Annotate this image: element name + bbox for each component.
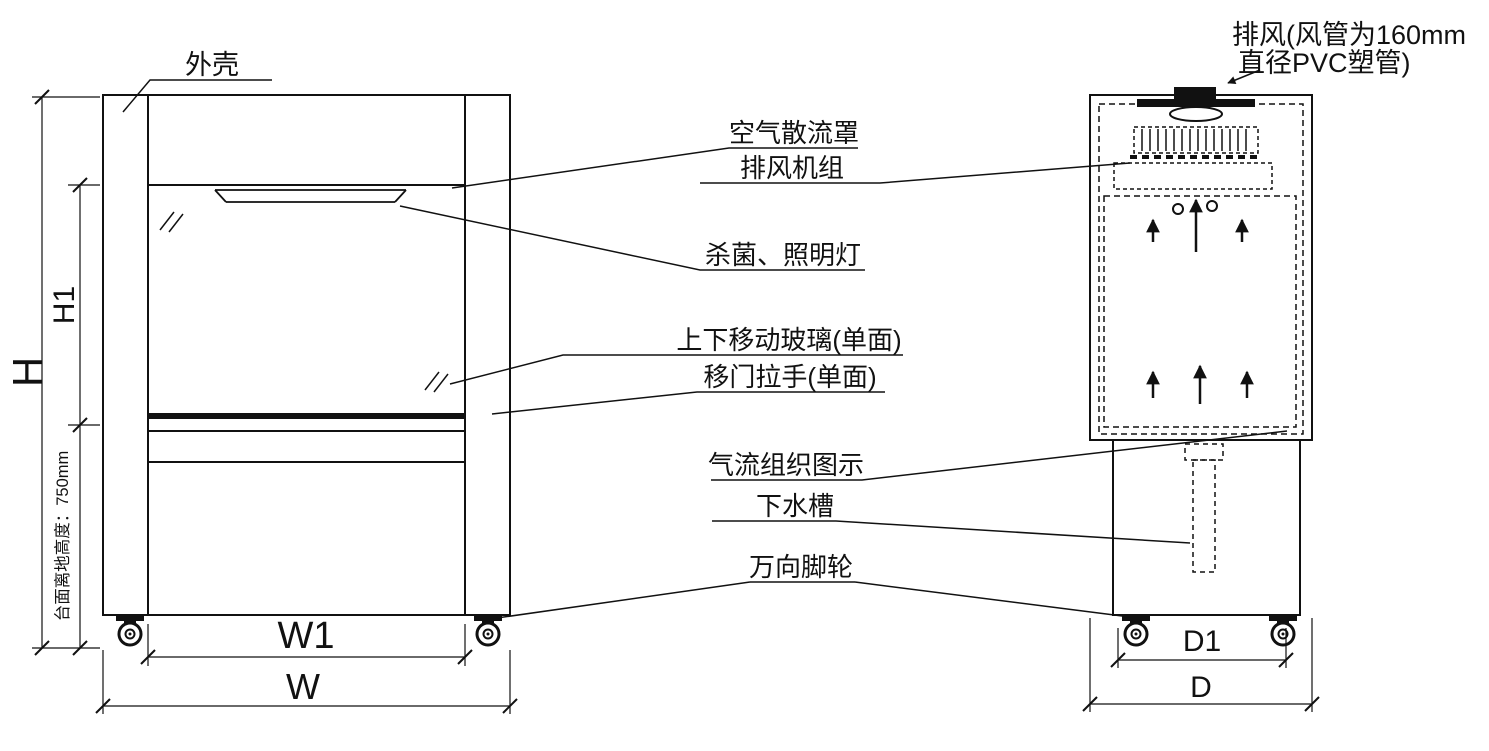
- label-shell: 外壳: [185, 50, 239, 80]
- leader-air-diffuser: [451, 147, 858, 189]
- label-sterilizing-lighting-lamp: 杀菌、照明灯: [705, 240, 861, 270]
- caster-front-left: [116, 615, 144, 647]
- dim-label-worktop-height: 台面离地高度：750mm: [53, 451, 72, 622]
- dim-label-D: D: [1190, 671, 1212, 704]
- airflow-arrows: [1146, 198, 1254, 404]
- label-vertical-sliding-glass: 上下移动玻璃(单面): [676, 325, 901, 355]
- dimension-labels: H H1 台面离地高度：750mm W1 W D1 D: [4, 286, 1221, 707]
- leader-shell: [122, 79, 272, 113]
- dim-label-H1: H1: [48, 286, 81, 324]
- leader-lines: [122, 69, 1288, 619]
- leader-sterilizing-lamp: [399, 205, 865, 271]
- leader-exhaust-note: [1227, 69, 1261, 85]
- label-exhaust-note-line2: 直径PVC塑管): [1238, 48, 1411, 78]
- lamp-circle-left: [1172, 203, 1184, 215]
- callout-labels: 外壳 排风(风管为160mm 直径PVC塑管) 空气散流罩 排风机组 杀菌、照明…: [185, 20, 1466, 582]
- label-exhaust-note-line1: 排风(风管为160mm: [1232, 20, 1466, 50]
- exhaust-outlet-bar: [1137, 99, 1255, 107]
- drain-pipe: [1184, 443, 1224, 573]
- dim-label-W1: W1: [278, 615, 335, 657]
- dim-label-D1: D1: [1183, 625, 1221, 658]
- leader-casters-right: [854, 581, 1131, 618]
- leader-sliding-glass: [449, 354, 903, 385]
- exhaust-fan-unit-drawing: [1113, 126, 1273, 190]
- front-left-post: [102, 94, 149, 616]
- exhaust-pipe-stub: [1174, 87, 1216, 99]
- glass-hatch-marks: [159, 211, 449, 393]
- label-airflow-pattern: 气流组织图示: [708, 450, 864, 480]
- side-view: [1089, 87, 1313, 616]
- lamp-circle-right: [1206, 200, 1218, 212]
- dimension-lines: [32, 89, 1320, 714]
- caster-side-left: [1122, 615, 1150, 647]
- leader-drain-sink: [712, 520, 1191, 544]
- dim-label-H: H: [4, 357, 51, 387]
- leader-door-handle: [491, 391, 885, 415]
- front-right-post: [464, 94, 511, 616]
- dim-label-W: W: [286, 666, 320, 707]
- label-exhaust-fan-unit: 排风机组: [740, 153, 844, 183]
- exhaust-collar: [1169, 106, 1223, 122]
- diffuser-lamp-fixture: [214, 189, 407, 203]
- leader-exhaust-fan-unit: [700, 162, 1131, 184]
- label-air-diffuser: 空气散流罩: [729, 118, 859, 148]
- caster-front-right: [474, 615, 502, 647]
- side-base-outline: [1112, 439, 1301, 616]
- label-drain-sink: 下水槽: [756, 491, 834, 521]
- label-universal-casters: 万向脚轮: [749, 552, 853, 582]
- front-view: [102, 94, 511, 616]
- leader-casters-left: [496, 581, 751, 619]
- leader-airflow: [711, 430, 1288, 481]
- label-sliding-door-handle: 移门拉手(单面): [703, 362, 876, 392]
- caster-side-right: [1269, 615, 1297, 647]
